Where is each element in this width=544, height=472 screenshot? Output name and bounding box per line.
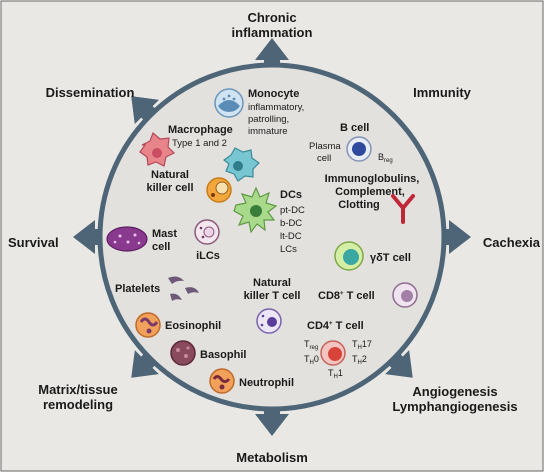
dcs-title: DCs	[280, 189, 302, 201]
cd4-label: CD4+ T cell	[307, 320, 364, 332]
nk-cell-icon	[206, 177, 232, 203]
outcome-chronic-line2: inflammation	[232, 25, 313, 40]
ilcs-label: iLCs	[196, 250, 220, 262]
outcome-matrix-line1: Matrix/tissue	[38, 382, 117, 397]
cd4-subset-th1: TH1	[328, 368, 343, 380]
outcome-survival: Survival	[8, 235, 59, 250]
outcome-dissemination: Dissemination	[46, 85, 135, 100]
bcell-title: B cell	[340, 122, 369, 134]
outcome-angio-line1: Angiogenesis	[412, 384, 497, 399]
gd-t-cell-icon	[334, 241, 364, 271]
outcome-angio-line2: Lymphangiogenesis	[392, 399, 517, 414]
monocyte-sub-3: immature	[248, 126, 288, 137]
monocyte-icon	[214, 88, 244, 118]
dcs-sub-2: b-DC	[280, 218, 302, 229]
cd4-cell-icon	[320, 340, 346, 366]
immuno-line3: Clotting	[338, 199, 380, 211]
macrophage-sub: Type 1 and 2	[172, 138, 227, 149]
dcs-sub-1: pt-DC	[280, 205, 305, 216]
mast-line1: Mast	[152, 228, 177, 240]
macrophage-title: Macrophage	[168, 124, 233, 136]
dcs-sub-3: lt-DC	[280, 231, 302, 242]
neutrophil-label: Neutrophil	[239, 377, 294, 389]
platelets-label: Platelets	[115, 283, 160, 295]
eosinophil-label: Eosinophil	[165, 320, 221, 332]
cd4-subset-th2: TH2	[352, 354, 367, 366]
basophil-label: Basophil	[200, 349, 246, 361]
mast-line2: cell	[152, 241, 170, 253]
monocyte-sub-1: inflammatory,	[248, 102, 304, 113]
dendritic-cell-icon	[233, 186, 278, 234]
immuno-line2: Complement,	[335, 186, 405, 198]
platelets-icon	[168, 276, 199, 301]
nkt-line1: Natural	[253, 277, 291, 289]
cd4-subset-th17: TH17	[352, 339, 372, 351]
mast-cell-icon	[106, 226, 148, 252]
outcome-matrix-line2: remodeling	[43, 397, 113, 412]
plasma-line2: cell	[317, 153, 331, 164]
cd8-cell-icon	[392, 282, 418, 308]
arrow-north	[255, 38, 289, 80]
arrow-east	[429, 220, 471, 254]
basophil-icon	[170, 340, 196, 366]
arrow-west	[73, 220, 115, 254]
monocyte-sub-2: patrolling,	[248, 114, 289, 125]
cd4-subset-th0: TH0	[304, 354, 319, 366]
nkt-line2: killer T cell	[244, 290, 301, 302]
outcome-immunity: Immunity	[413, 85, 472, 100]
eosinophil-icon	[135, 312, 161, 338]
bcell-icon	[346, 136, 372, 162]
neutrophil-icon	[209, 368, 235, 394]
plasma-line1: Plasma	[309, 141, 341, 152]
outcome-cachexia: Cachexia	[483, 235, 541, 250]
gdt-label: γδT cell	[370, 252, 411, 264]
cd8-label: CD8+ T cell	[318, 290, 375, 302]
monocyte-title: Monocyte	[248, 88, 299, 100]
nk-line1: Natural	[151, 169, 189, 181]
arrow-south	[255, 394, 289, 436]
outcome-chronic-line1: Chronic	[247, 10, 296, 25]
cd4-subset-treg: Treg	[304, 339, 318, 351]
antibody-icon	[391, 194, 415, 224]
nk-line2: killer cell	[146, 182, 193, 194]
breg-label: Breg	[378, 152, 393, 164]
nkt-cell-icon	[256, 308, 282, 334]
ilc-icon	[194, 219, 220, 245]
macrophage-m2-icon	[223, 147, 260, 182]
macrophage-m1-icon	[139, 131, 176, 167]
outcome-metabolism: Metabolism	[236, 450, 308, 465]
immuno-line1: Immunoglobulins,	[325, 173, 420, 185]
dcs-sub-4: LCs	[280, 244, 297, 255]
